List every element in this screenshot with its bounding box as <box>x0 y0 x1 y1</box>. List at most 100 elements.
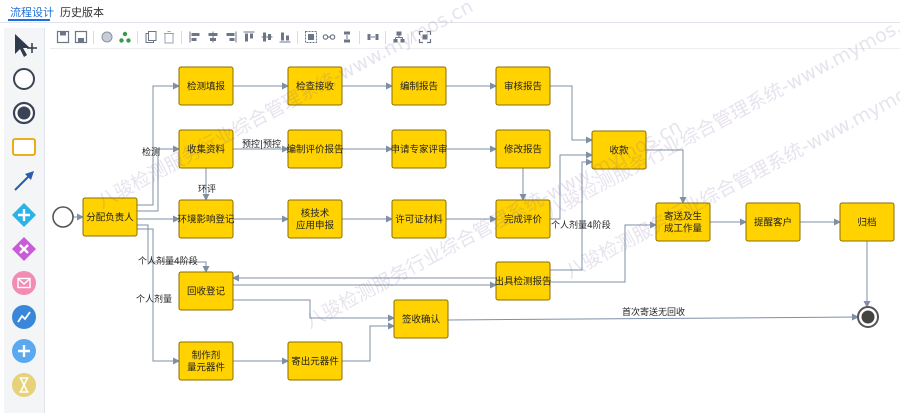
align-bottom-button[interactable] <box>278 30 292 44</box>
task-label: 检测填报 <box>187 81 226 93</box>
task-label: 寄出元器件 <box>291 356 339 368</box>
align-top-button[interactable] <box>242 30 256 44</box>
delete-button[interactable] <box>162 30 176 44</box>
edge-issue-fee[interactable] <box>550 158 593 271</box>
task-sign-confirm[interactable]: 签收确认 <box>393 299 449 339</box>
task-send-component[interactable]: 寄出元器件 <box>287 341 343 381</box>
edge-assign-dosimeter[interactable] <box>137 228 180 365</box>
task-label: 成工作量 <box>664 223 703 235</box>
timer-tool[interactable] <box>8 369 40 401</box>
inclusive-tool[interactable] <box>8 335 40 367</box>
task-label: 制作剂 <box>192 350 221 362</box>
align-middle-button[interactable] <box>260 30 274 44</box>
connector-tool[interactable] <box>8 165 40 197</box>
end-event-core <box>861 310 875 324</box>
tab-process-design[interactable]: 流程设计 <box>10 6 54 19</box>
hierarchy-button[interactable] <box>392 30 406 44</box>
task-label: 编制报告 <box>400 81 438 93</box>
parallel-gateway-tool[interactable] <box>8 199 40 231</box>
task-compile-eval[interactable]: 编制评价报告 <box>286 129 344 169</box>
toolbar-separator <box>385 31 386 44</box>
toolbar-separator <box>137 31 138 44</box>
toolbar-separator <box>297 31 298 44</box>
align-left-button[interactable] <box>188 30 202 44</box>
copy-button[interactable] <box>144 30 158 44</box>
align-right-button[interactable] <box>224 30 238 44</box>
task-label: 分配负责人 <box>86 212 134 224</box>
message-tool[interactable] <box>8 267 40 299</box>
watermark-text: 八骏检测服务行业综合管理系统-www.mymos.cn <box>561 65 900 283</box>
tab-history-version[interactable]: 历史版本 <box>60 6 104 19</box>
task-detect-report[interactable]: 检测填报 <box>178 66 234 106</box>
task-tool[interactable] <box>8 131 40 163</box>
align-top-icon <box>243 31 255 42</box>
task-check-receive[interactable]: 检查接收 <box>287 66 343 106</box>
horizontal-distribute-button[interactable] <box>366 30 380 44</box>
start-event[interactable] <box>52 206 74 228</box>
task-box <box>287 199 343 239</box>
task-revise-report[interactable]: 修改报告 <box>495 129 551 169</box>
copy-icon <box>145 31 157 43</box>
exclusive-gateway-tool[interactable] <box>8 233 40 265</box>
circle-icon <box>101 31 113 43</box>
task-recycle-register[interactable]: 回收登记 <box>178 271 234 311</box>
task-label: 审核报告 <box>504 81 542 93</box>
group-icon <box>305 31 317 43</box>
task-issue-report[interactable]: 出具检测报告 <box>494 261 552 301</box>
edge-assign-recycle[interactable] <box>137 224 210 273</box>
task-box <box>178 129 234 169</box>
edge-sign-end[interactable] <box>447 313 859 321</box>
vertical-distribute-button[interactable] <box>340 30 354 44</box>
start-event-tool[interactable] <box>8 63 40 95</box>
task-label: 应用申报 <box>296 220 335 232</box>
toolbar-separator <box>359 31 360 44</box>
task-finish-eval[interactable]: 完成评价 <box>495 199 551 239</box>
task-expert-review[interactable]: 申请专家评审 <box>390 129 448 169</box>
task-collect-data[interactable]: 收集资料 <box>178 129 234 169</box>
align-center-button[interactable] <box>206 30 220 44</box>
tree-button[interactable] <box>118 30 132 44</box>
edge-finish-fee[interactable] <box>550 151 593 220</box>
fit-screen-button[interactable] <box>418 30 432 44</box>
task-label: 提醒客户 <box>754 217 792 229</box>
task-remind-customer[interactable]: 提醒客户 <box>745 202 801 242</box>
edge-assign-detect[interactable] <box>137 82 180 206</box>
edge-recycle-sign[interactable] <box>215 299 395 322</box>
edge-assign-collect[interactable] <box>137 145 180 212</box>
signal-tool[interactable] <box>8 301 40 333</box>
element-palette <box>4 28 45 413</box>
save-button[interactable] <box>56 30 70 44</box>
plus-diamond-icon <box>12 203 36 227</box>
task-collect-fee[interactable]: 收款 <box>591 130 647 170</box>
task-label: 核技术 <box>301 208 330 220</box>
task-archive[interactable]: 归档 <box>839 202 895 242</box>
align-bottom-icon <box>279 32 291 43</box>
select-tool[interactable] <box>8 29 40 61</box>
task-review-report[interactable]: 审核报告 <box>495 66 551 106</box>
circle-button[interactable] <box>100 30 114 44</box>
task-label: 量元器件 <box>187 362 226 374</box>
hourglass-icon <box>12 373 36 397</box>
task-license-material[interactable]: 许可证材料 <box>391 199 447 239</box>
chain-button[interactable] <box>322 30 336 44</box>
task-box <box>393 299 449 339</box>
edge-review-fee[interactable] <box>550 85 593 144</box>
task-box <box>591 130 647 170</box>
end-event-tool[interactable] <box>8 97 40 129</box>
edge-label-dose-stage4-left: 个人剂量4阶段 <box>138 255 198 267</box>
edge-issue-send[interactable] <box>550 221 657 283</box>
task-assign[interactable]: 分配负责人 <box>82 197 138 237</box>
edge-fee-send[interactable] <box>646 149 687 204</box>
save-as-button[interactable] <box>74 30 88 44</box>
task-env-register[interactable]: 环境影响登记 <box>177 199 235 239</box>
edge-component-sign[interactable] <box>342 322 395 362</box>
task-compile-report[interactable]: 编制报告 <box>391 66 447 106</box>
task-box <box>495 66 551 106</box>
task-label: 修改报告 <box>504 144 542 156</box>
group-button[interactable] <box>304 30 318 44</box>
